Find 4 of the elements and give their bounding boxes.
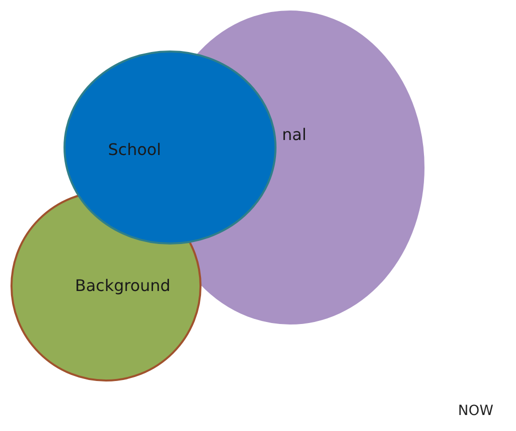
note-text: NOW xyxy=(458,403,494,419)
region-label: Background xyxy=(75,276,170,295)
region-label: School xyxy=(108,140,162,159)
region-label: nal xyxy=(282,125,306,144)
